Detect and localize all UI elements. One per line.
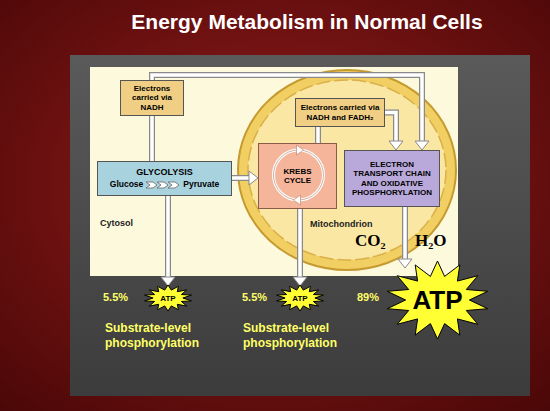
- connector-outline: [149, 116, 155, 161]
- connector-arrowhead: [415, 141, 429, 150]
- box-text: Electrons carried via NADH: [124, 84, 180, 112]
- atp-text: ATP: [160, 294, 175, 303]
- connector-line: [152, 75, 422, 142]
- connector: [293, 209, 307, 286]
- electron-carrier-box: Electrons carried via NADH: [120, 80, 184, 116]
- connector-arrowhead: [398, 259, 412, 268]
- connector-outline: [165, 196, 171, 278]
- connector-line: [403, 207, 407, 260]
- atp-burst: ATP: [385, 260, 490, 340]
- burst-star: [145, 285, 192, 311]
- cycle-arrowhead: [297, 145, 304, 155]
- atp-text: ATP: [412, 285, 462, 316]
- connector-outline: [385, 113, 396, 143]
- phosphorylation-note: Substrate-level phosphorylation: [105, 321, 217, 351]
- pathway-arrows: [146, 180, 180, 190]
- connector-outline: [297, 209, 303, 278]
- phosphorylation-note: Substrate-level phosphorylation: [243, 321, 355, 351]
- box-text: ELECTRON TRANSPORT CHAIN AND OXIDATIVE P…: [348, 160, 436, 197]
- box-text: Electrons carried via NADH and FADH₂: [299, 103, 381, 121]
- region-label: Mitochondrion: [310, 219, 373, 229]
- connector-arrowhead: [389, 141, 403, 150]
- molecule-label: CO₂: [355, 231, 386, 251]
- atp-text: ATP: [292, 294, 307, 303]
- cycle-arrowhead: [294, 195, 301, 205]
- percent-label: 5.5%: [103, 291, 128, 303]
- box-heading: GLYCOLYSIS: [136, 167, 192, 177]
- connector: [398, 207, 412, 268]
- box-text: Pyruvate: [183, 180, 219, 190]
- atp-burst: ATP: [143, 284, 193, 312]
- molecule-label: H₂O: [415, 231, 447, 251]
- region-label: Cytosol: [100, 218, 133, 228]
- connector-outline: [232, 175, 250, 181]
- atp-burst: ATP: [275, 284, 325, 312]
- connector: [318, 127, 319, 143]
- glycolysis-box: GLYCOLYSIS Glucose Pyruvate: [97, 161, 232, 196]
- glycolysis-row: Glucose Pyruvate: [110, 180, 219, 190]
- connector-outline: [402, 207, 408, 260]
- box-text: KREBS CYCLE: [279, 167, 317, 185]
- connector-line: [166, 196, 170, 278]
- connector: [152, 75, 429, 150]
- connector-arrowhead: [249, 171, 258, 185]
- percent-label: 89%: [357, 291, 379, 303]
- connector: [152, 116, 153, 161]
- slide-title: Energy Metabolism in Normal Cells: [57, 10, 550, 34]
- cytosol-region: Cytosol Mitochondrion KREBS CYCLE Electrons…: [90, 67, 458, 276]
- etc-box: ELECTRON TRANSPORT CHAIN AND OXIDATIVE P…: [344, 150, 440, 207]
- connector-line: [298, 209, 302, 278]
- burst-star: [387, 261, 487, 339]
- connector: [161, 196, 175, 286]
- pathway-chevron: [157, 182, 168, 188]
- connector: [232, 171, 258, 185]
- connector-line: [385, 113, 396, 143]
- connector-line: [316, 127, 320, 143]
- pathway-chevron: [146, 182, 157, 188]
- connector-outline: [315, 127, 321, 143]
- krebs-cycle-box: KREBS CYCLE: [258, 143, 337, 209]
- cycle-ring: [274, 150, 324, 200]
- electron-carrier-box: Electrons carried via NADH and FADH₂: [295, 98, 385, 127]
- connector-line: [232, 176, 250, 180]
- pathway-chevron: [168, 182, 179, 188]
- percent-label: 5.5%: [242, 291, 267, 303]
- cytosol-ground: [90, 67, 458, 276]
- mitochondrion-inner-membrane: [248, 80, 446, 260]
- connector-line: [150, 116, 154, 161]
- connector: [385, 113, 403, 151]
- burst-star: [277, 285, 324, 311]
- box-text: Glucose: [110, 180, 144, 190]
- cycle-ring-edge: [274, 150, 324, 200]
- gray-panel: [70, 55, 530, 396]
- connector-outline: [152, 75, 422, 142]
